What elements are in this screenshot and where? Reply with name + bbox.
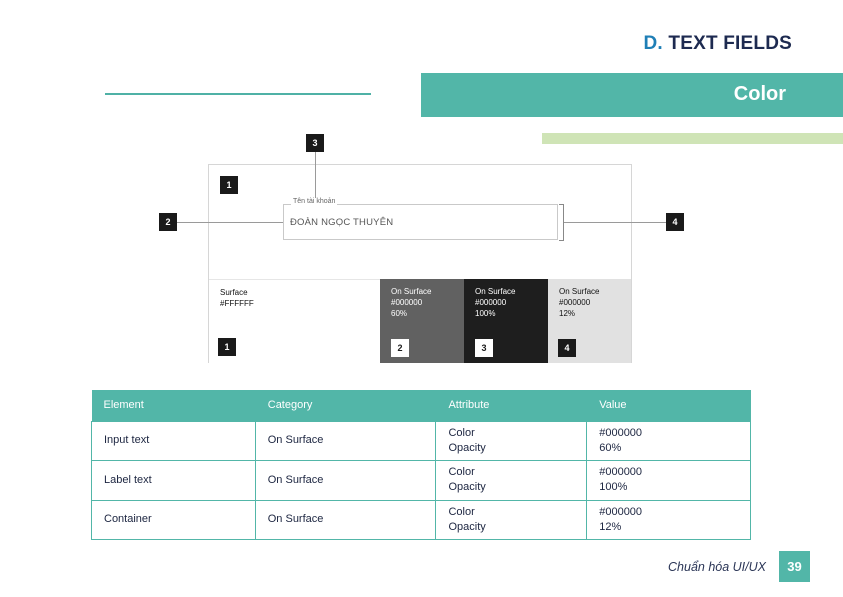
swatch-marker: 2 [391, 339, 409, 357]
swatch-marker: 3 [475, 339, 493, 357]
swatch-on-surface-12: On Surface #000000 12% 4 [548, 279, 631, 363]
color-spec-table: Element Category Attribute Value Input t… [91, 390, 751, 540]
column-header: Value [586, 390, 751, 421]
column-header: Attribute [435, 390, 588, 421]
marker-2: 2 [159, 213, 177, 231]
cell-value: #000000 12% [586, 499, 751, 540]
swatch-text: Surface #FFFFFF [220, 288, 254, 308]
leader-line-3 [315, 151, 316, 205]
cell-element: Label text [91, 460, 256, 501]
swatch-on-surface-100: On Surface #000000 100% 3 [464, 279, 548, 363]
section-prefix: D. [643, 33, 663, 54]
swatch-on-surface-60: On Surface #000000 60% 2 [380, 279, 464, 363]
column-header: Element [91, 390, 256, 421]
leader-line-4 [564, 222, 667, 223]
value-opacity: 60% [599, 441, 622, 454]
footer-label: Chuẩn hóa UI/UX [668, 560, 766, 574]
attribute-color: Color [448, 426, 475, 439]
section-banner: Color [421, 73, 843, 117]
value-color: #000000 [599, 505, 643, 518]
cell-element: Input text [91, 420, 256, 461]
page-title: D. TEXT FIELDS [644, 33, 793, 55]
swatch-text: On Surface #000000 100% [475, 287, 516, 318]
column-header: Category [255, 390, 437, 421]
marker-4: 4 [666, 213, 684, 231]
value-opacity: 12% [599, 520, 622, 533]
value-color: #000000 [599, 426, 643, 439]
decorative-bar [542, 133, 843, 144]
field-value: ĐOÀN NGỌC THUYÊN [290, 217, 394, 228]
cell-category: On Surface [254, 499, 437, 540]
value-color: #000000 [599, 466, 643, 479]
cell-value: #000000 60% [586, 420, 751, 461]
section-banner-label: Color [733, 83, 786, 105]
marker-1: 1 [220, 176, 238, 194]
swatch-surface: Surface #FFFFFF 1 [209, 279, 380, 363]
attribute-opacity: Opacity [448, 441, 486, 454]
attribute-color: Color [448, 505, 475, 518]
swatch-text: On Surface #000000 60% [391, 287, 432, 318]
attribute-opacity: Opacity [448, 481, 486, 494]
swatch-marker: 4 [558, 339, 576, 357]
cell-element: Container [91, 499, 256, 540]
swatch-marker: 1 [218, 338, 236, 356]
example-text-field [283, 204, 558, 240]
value-opacity: 100% [599, 481, 628, 494]
marker-3: 3 [306, 134, 324, 152]
leader-line-2 [177, 222, 283, 223]
cell-category: On Surface [254, 420, 437, 461]
container-bracket [559, 204, 564, 241]
section-title: TEXT FIELDS [668, 33, 792, 54]
attribute-opacity: Opacity [448, 520, 486, 533]
cell-category: On Surface [254, 460, 437, 501]
page-number: 39 [779, 551, 810, 582]
decorative-line [105, 93, 371, 95]
field-label: Tên tài khoản [291, 198, 338, 205]
swatch-text: On Surface #000000 12% [559, 287, 600, 318]
attribute-color: Color [448, 466, 475, 479]
cell-value: #000000 100% [586, 460, 751, 501]
table-header-row: Element Category Attribute Value [91, 390, 751, 421]
